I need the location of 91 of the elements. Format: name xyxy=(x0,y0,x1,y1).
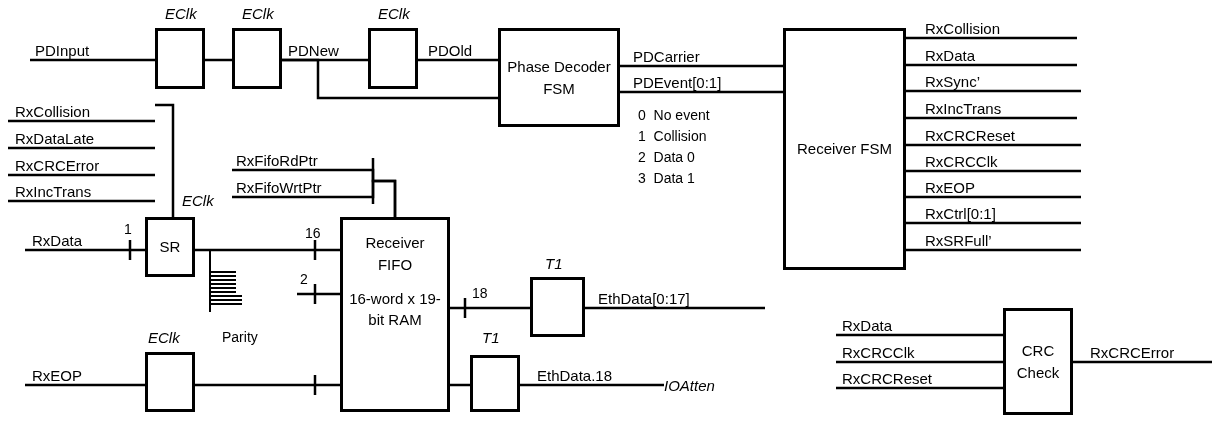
signal-line xyxy=(585,306,765,310)
block-label: Receiver FSM xyxy=(796,139,893,160)
signal-label: RxSync’ xyxy=(925,74,980,89)
block-label: Phase Decoder FSM xyxy=(506,56,612,99)
block-label: CRC Check xyxy=(1015,340,1061,383)
clock-label: EClk xyxy=(165,6,197,21)
bus-width-label: 16 xyxy=(305,226,321,240)
signal-line xyxy=(906,63,1077,67)
signal-line xyxy=(836,333,1003,337)
signal-line xyxy=(25,383,145,387)
signal-line xyxy=(836,386,1003,390)
signal-line xyxy=(450,383,470,387)
clock-label: T1 xyxy=(545,256,563,271)
event-code-note: 0 No event xyxy=(638,108,710,122)
signal-label: RxData xyxy=(842,318,893,333)
event-code-note: 1 Collision xyxy=(638,129,707,143)
signal-label: RxData xyxy=(925,48,976,63)
signal-line xyxy=(906,89,1081,93)
signal-line xyxy=(30,58,155,62)
signal-label: PDOld xyxy=(428,43,473,58)
clock-label: T1 xyxy=(482,330,500,345)
signal-label: RxCollision xyxy=(925,21,1001,36)
block-label: SR xyxy=(158,237,182,258)
signal-label: PDInput xyxy=(35,43,90,58)
block-label: 16-word x 19-bit RAM xyxy=(348,288,442,331)
register-box xyxy=(232,28,282,89)
register-box xyxy=(530,277,585,337)
bus-width-label: 1 xyxy=(124,222,132,236)
signal-label: RxCRCClk xyxy=(842,345,915,360)
block-label: Receiver FIFO xyxy=(364,233,426,275)
register-box xyxy=(368,28,418,89)
register-box xyxy=(155,28,205,89)
register-box xyxy=(470,355,520,412)
signal-label: RxCollision xyxy=(15,104,91,119)
signal-line xyxy=(520,383,664,387)
bus-width-label: 2 xyxy=(300,272,308,286)
signal-line xyxy=(906,195,1081,199)
event-code-note: 2 Data 0 xyxy=(638,150,695,164)
signal-label: RxCRCError xyxy=(1090,345,1175,360)
block-box xyxy=(498,28,620,127)
signal-line xyxy=(205,58,232,62)
block-box xyxy=(783,28,906,270)
register-box xyxy=(145,352,195,412)
signal-label: RxCRCClk xyxy=(925,154,998,169)
signal-label: RxData xyxy=(32,233,83,248)
signal-line xyxy=(25,248,145,252)
signal-label: RxCRCError xyxy=(15,158,100,173)
clock-label: EClk xyxy=(148,330,180,345)
signal-label: RxFifoWrtPtr xyxy=(236,180,322,195)
signal-label: RxCRCReset xyxy=(925,128,1015,143)
signal-label: RxCRCReset xyxy=(842,371,932,386)
signal-line xyxy=(155,103,175,217)
signal-line xyxy=(906,36,1077,40)
signal-label: RxDataLate xyxy=(15,131,95,146)
signal-label: RxCtrl[0:1] xyxy=(925,206,996,221)
signal-label: PDCarrier xyxy=(633,49,700,64)
block-box xyxy=(1003,308,1073,415)
event-code-note: 3 Data 1 xyxy=(638,171,695,185)
signal-line xyxy=(450,306,530,310)
signal-label: RxEOP xyxy=(925,180,975,195)
signal-line xyxy=(906,143,1081,147)
signal-label: PDEvent[0:1] xyxy=(633,75,722,90)
signal-line xyxy=(906,116,1077,120)
clock-label: EClk xyxy=(242,6,274,21)
signal-line xyxy=(906,221,1081,225)
signal-label: EthData[0:17] xyxy=(598,291,690,306)
signal-label: PDNew xyxy=(288,43,339,58)
signal-line xyxy=(620,64,783,68)
block-box xyxy=(340,217,450,412)
signal-line xyxy=(836,360,1003,364)
signal-label: RxFifoRdPtr xyxy=(236,153,318,168)
signal-line xyxy=(620,90,783,94)
signal-line xyxy=(1073,360,1212,364)
signal-line xyxy=(195,248,340,252)
signal-label: RxSRFull’ xyxy=(925,233,992,248)
signal-line xyxy=(282,58,498,100)
signal-label: RxIncTrans xyxy=(925,101,1002,116)
signal-line xyxy=(418,58,498,62)
bus-width-label: Parity xyxy=(222,330,258,344)
signal-line xyxy=(232,179,397,217)
signal-line xyxy=(195,383,340,387)
signal-label: RxEOP xyxy=(32,368,82,383)
signal-label: IOAtten xyxy=(664,376,720,394)
clock-label: EClk xyxy=(182,193,214,208)
signal-line xyxy=(906,169,1081,173)
block-box xyxy=(145,217,195,277)
bus-width-label: 18 xyxy=(472,286,488,300)
signal-label: EthData.18 xyxy=(537,368,613,383)
signal-line xyxy=(906,248,1081,252)
clock-label: EClk xyxy=(378,6,410,21)
signal-label: RxIncTrans xyxy=(15,184,92,199)
